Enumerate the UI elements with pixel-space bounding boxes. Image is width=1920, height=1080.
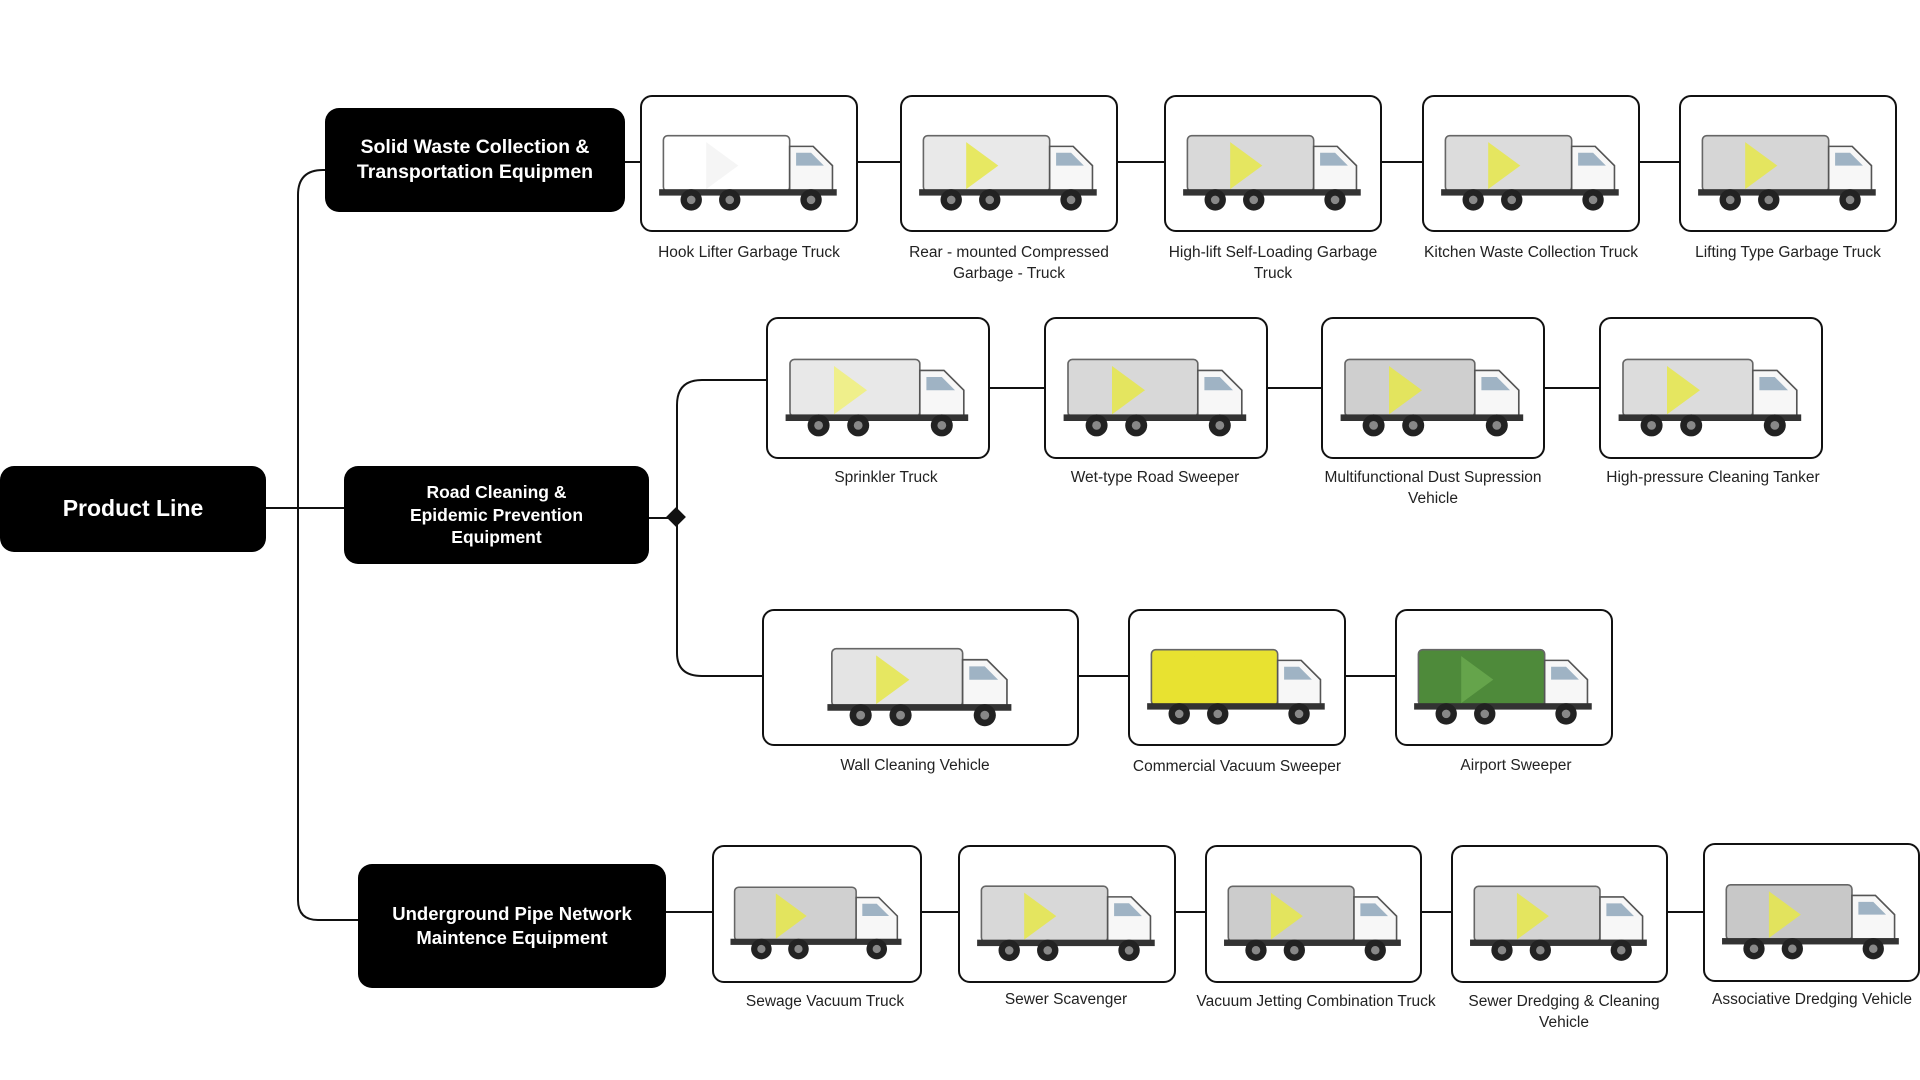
product-label: Associative Dredging Vehicle <box>1712 991 1912 1008</box>
product-card <box>766 317 990 459</box>
category-label: Solid Waste Collection & Transportation … <box>356 135 594 183</box>
product-card <box>1451 845 1668 983</box>
root-label: Product Line <box>62 495 204 522</box>
product-label: Sewer Dredging & Cleaning Vehicle <box>1468 993 1660 1031</box>
product-card <box>958 845 1176 983</box>
product-card <box>1205 845 1422 983</box>
dredging-vehicle-icon <box>1470 885 1647 961</box>
category-label: Underground Pipe Network Maintence Equip… <box>392 902 632 948</box>
hook-lifter-truck-icon <box>659 134 837 211</box>
product-label: Hook Lifter Garbage Truck <box>658 244 840 261</box>
product-label: Sewer Scavenger <box>1004 991 1128 1008</box>
compressor-truck-icon <box>919 134 1097 211</box>
product-label: Commercial Vacuum Sweeper <box>1132 758 1342 775</box>
product-card <box>900 95 1118 232</box>
sewer-scavenger-icon <box>977 885 1155 962</box>
product-card <box>1164 95 1382 232</box>
kitchen-waste-truck-icon <box>1441 134 1619 211</box>
product-label: Wall Cleaning Vehicle <box>840 757 990 774</box>
cleaning-tanker-icon <box>1618 358 1802 437</box>
product-label: Multifunctional Dust Supression Vehicle <box>1324 469 1542 507</box>
product-label: Sewage Vacuum Truck <box>745 993 905 1010</box>
product-label: Rear - mounted Compressed Garbage - Truc… <box>909 244 1109 282</box>
product-label: High-pressure Cleaning Tanker <box>1606 469 1820 486</box>
root-node-product-line: Product Line <box>0 466 266 552</box>
dust-suppression-truck-icon <box>1340 358 1524 437</box>
airport-sweeper-icon <box>1414 648 1592 725</box>
associative-dredging-vehicle-icon <box>1722 884 1899 960</box>
product-card <box>1044 317 1268 459</box>
sprinkler-truck-icon <box>785 358 969 437</box>
product-card <box>1422 95 1640 232</box>
product-label: Airport Sweeper <box>1460 757 1572 774</box>
jetting-truck-icon <box>1224 885 1401 961</box>
vacuum-sweeper-icon <box>1147 648 1325 725</box>
product-card <box>1679 95 1897 232</box>
road-sweeper-icon <box>1063 358 1247 437</box>
product-card <box>762 609 1079 746</box>
product-card <box>712 845 922 983</box>
lifting-truck-icon <box>1698 134 1876 211</box>
wall-cleaning-vehicle-icon <box>827 647 1012 727</box>
category-node-underground-pipe: Underground Pipe Network Maintence Equip… <box>358 864 666 988</box>
category-node-road-cleaning: Road Cleaning & Epidemic Prevention Equi… <box>344 466 649 564</box>
product-label: Kitchen Waste Collection Truck <box>1424 244 1638 261</box>
product-label: Wet-type Road Sweeper <box>1070 469 1240 486</box>
product-label: High-lift Self-Loading Garbage Truck <box>1168 244 1378 282</box>
category-node-solid-waste: Solid Waste Collection & Transportation … <box>325 108 625 212</box>
self-loading-truck-icon <box>1183 134 1361 211</box>
category-label: Road Cleaning & Epidemic Prevention Equi… <box>409 481 584 548</box>
product-label: Sprinkler Truck <box>834 469 938 486</box>
product-card <box>1321 317 1545 459</box>
sewage-vacuum-truck-icon <box>730 886 902 960</box>
product-label: Vacuum Jetting Combination Truck <box>1196 993 1436 1010</box>
product-card <box>1599 317 1823 459</box>
product-card <box>1395 609 1613 746</box>
product-card <box>1128 609 1346 746</box>
product-label: Lifting Type Garbage Truck <box>1695 244 1881 261</box>
product-card <box>640 95 858 232</box>
product-card <box>1703 843 1920 982</box>
